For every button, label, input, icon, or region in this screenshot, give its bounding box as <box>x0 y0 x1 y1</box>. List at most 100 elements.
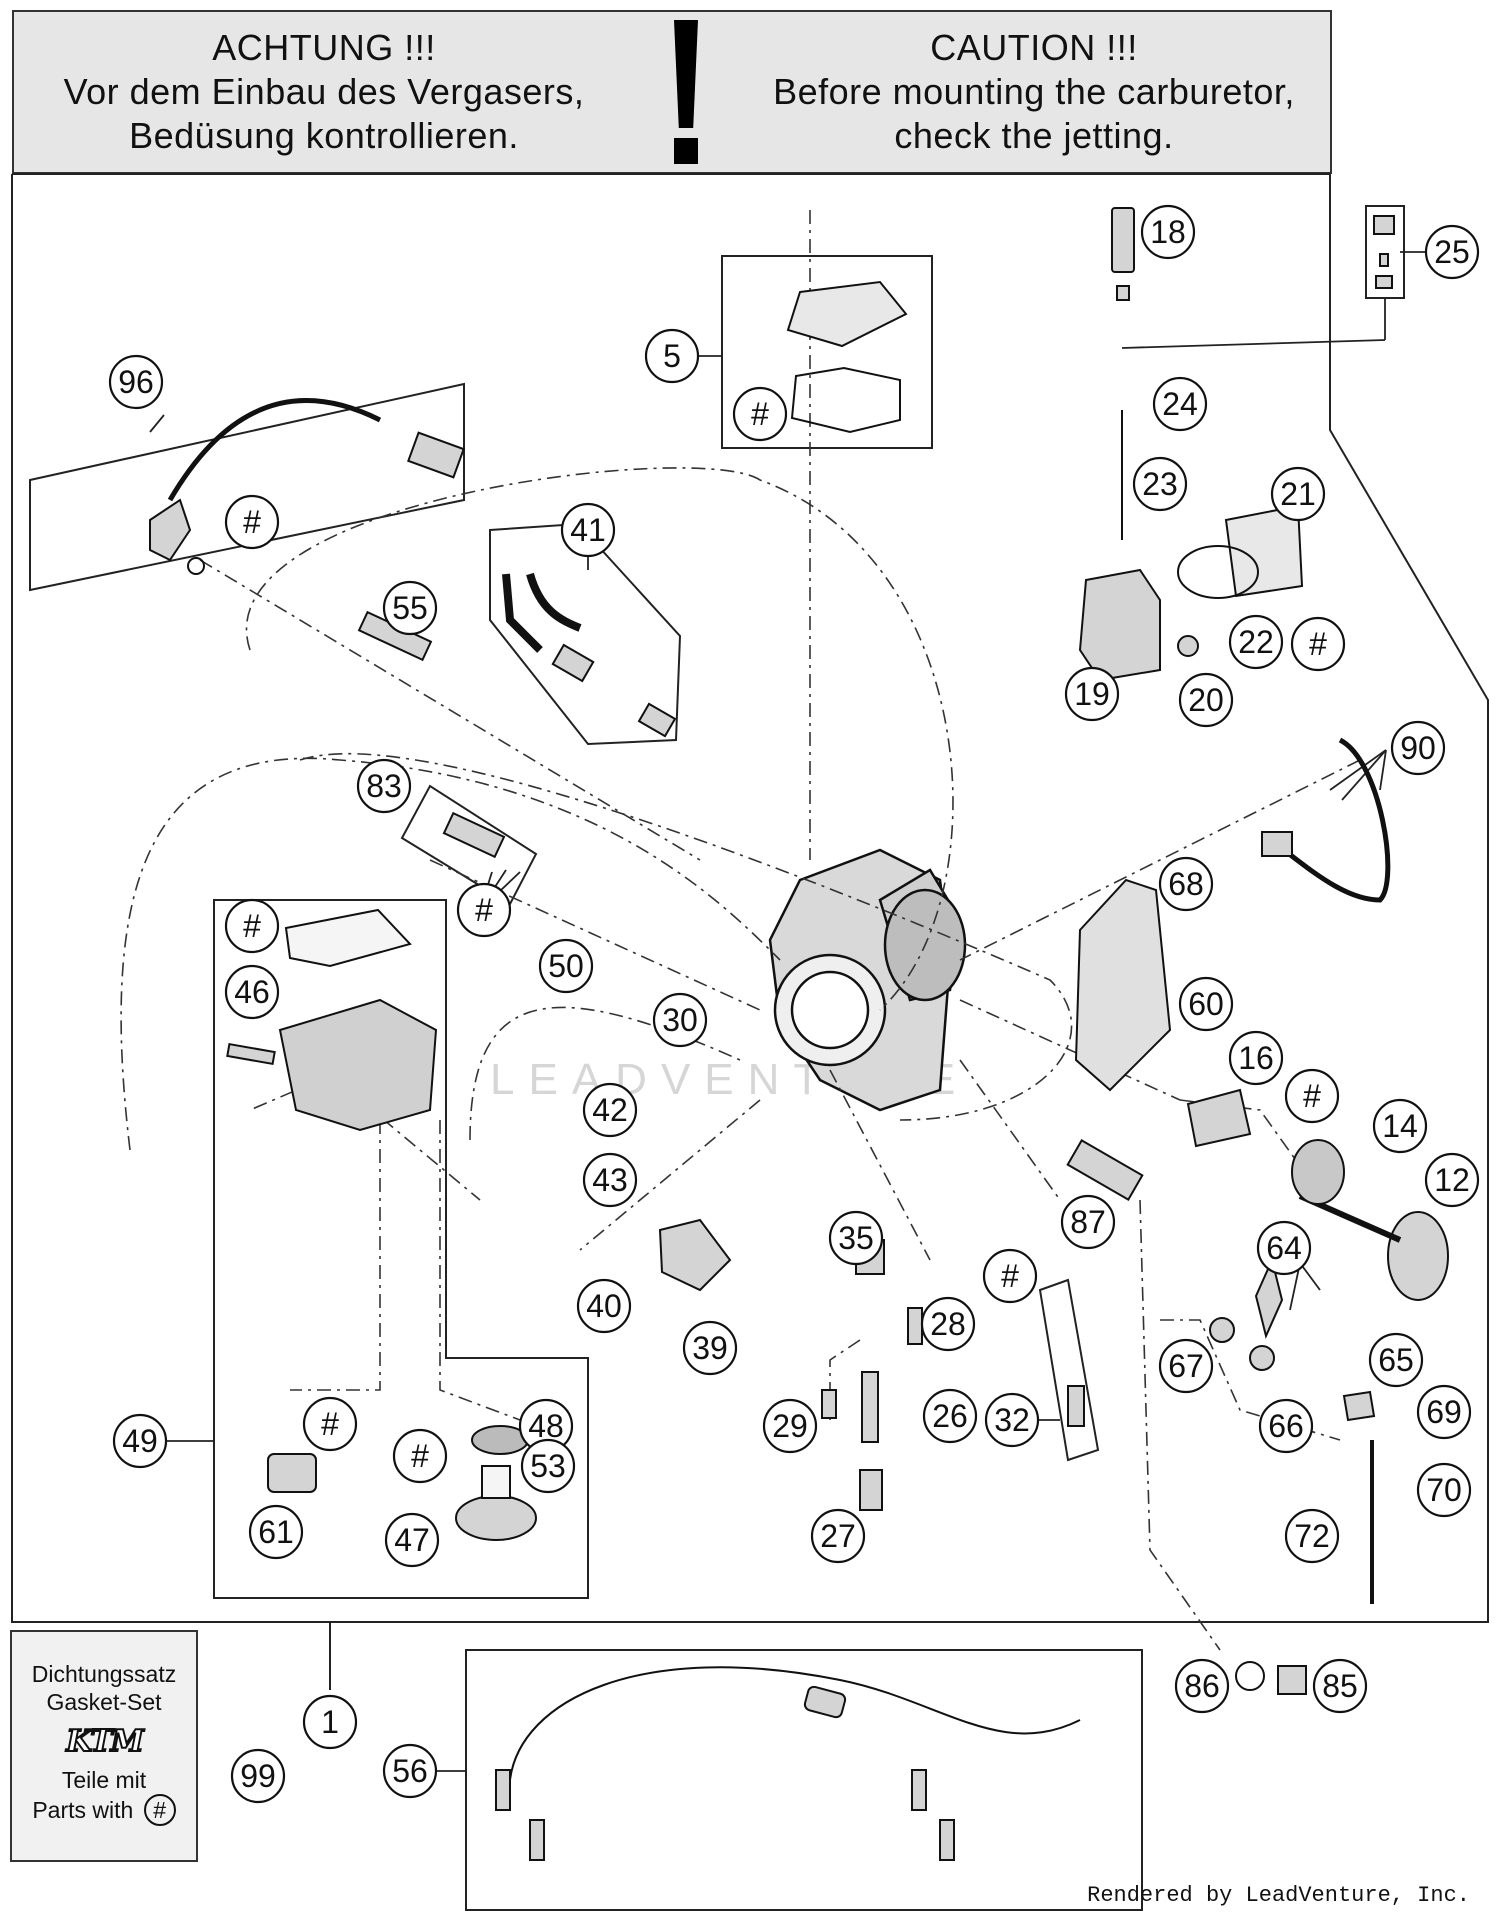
warning-english-title: CAUTION !!! <box>930 27 1138 68</box>
ktm-logo: KTM <box>65 1723 145 1760</box>
callout-70-circle <box>1416 1462 1472 1518</box>
callout-96-circle <box>108 354 164 410</box>
callout-60-circle <box>1178 976 1234 1032</box>
inset-83 <box>400 784 538 906</box>
main-frame <box>11 174 1489 1623</box>
callout-26-circle <box>922 1388 978 1444</box>
callout-22-circle <box>1228 614 1284 670</box>
callout-12-circle <box>1424 1152 1480 1208</box>
callout-56: 56 <box>382 1743 438 1799</box>
callout-60: 60 <box>1178 976 1234 1032</box>
callout-55: 55 <box>382 580 438 636</box>
callout-24-label: 24 <box>1162 386 1198 422</box>
callout-68: 68 <box>1158 856 1214 912</box>
callout-16: 16 <box>1228 1030 1284 1086</box>
callout-72-label: 72 <box>1294 1518 1330 1554</box>
callout-96: 96 <box>108 354 164 410</box>
callout-30-circle <box>652 992 708 1048</box>
warning-english-line2: check the jetting. <box>894 115 1174 156</box>
callout-29-circle <box>762 1398 818 1454</box>
callout-43-label: 43 <box>592 1162 628 1198</box>
callout-49-label: 49 <box>122 1423 158 1459</box>
callout-1-circle <box>302 1694 358 1750</box>
callout-43: 43 <box>582 1152 638 1208</box>
hash-marker: # <box>143 1794 176 1826</box>
callout-19-circle <box>1064 666 1120 722</box>
callout-56-circle <box>382 1743 438 1799</box>
callout-47-circle <box>384 1512 440 1568</box>
callout-48: 48 <box>518 1398 574 1454</box>
callout-hash-6-circle <box>1284 1068 1340 1124</box>
callout-32-label: 32 <box>994 1402 1030 1438</box>
callout-61-circle <box>248 1504 304 1560</box>
callout-69-circle <box>1416 1384 1472 1440</box>
exclamation-icon <box>666 20 706 170</box>
callout-49-circle <box>112 1413 168 1469</box>
callout-64-circle <box>1256 1220 1312 1276</box>
callout-23-circle <box>1132 456 1188 512</box>
callout-90: 90 <box>1390 720 1446 776</box>
callout-48-label: 48 <box>528 1408 564 1444</box>
callout-86-circle <box>1174 1658 1230 1714</box>
callout-50: 50 <box>538 938 594 994</box>
callout-19: 19 <box>1064 666 1120 722</box>
callout-26-label: 26 <box>932 1398 968 1434</box>
callout-28-circle <box>920 1296 976 1352</box>
callout-25-label: 25 <box>1434 234 1470 270</box>
callout-14-label: 14 <box>1382 1108 1418 1144</box>
callout-hash-8-circle <box>302 1396 358 1452</box>
gasket-label-en: Gasket-Set <box>46 1689 162 1715</box>
callout-42-label: 42 <box>592 1092 628 1128</box>
callout-29-label: 29 <box>772 1408 808 1444</box>
callout-hash-1-circle <box>732 386 788 442</box>
callout-hash-8-label: # <box>321 1406 339 1442</box>
callout-41-label: 41 <box>570 512 606 548</box>
callout-40-circle <box>576 1278 632 1334</box>
warning-banner: ACHTUNG !!! Vor dem Einbau des Vergasers… <box>12 10 1332 174</box>
callout-99-circle <box>230 1748 286 1804</box>
callout-39-circle <box>682 1320 738 1376</box>
callout-28-label: 28 <box>930 1306 966 1342</box>
callout-83-label: 83 <box>366 768 402 804</box>
float-bowl-inset <box>213 899 589 1599</box>
callout-24: 24 <box>1152 376 1208 432</box>
callout-53: 53 <box>520 1438 576 1494</box>
callout-83: 83 <box>356 758 412 814</box>
callout-hash-3: # <box>1290 616 1346 672</box>
callout-30: 30 <box>652 992 708 1048</box>
callout-1-label: 1 <box>321 1704 339 1740</box>
callout-67-circle <box>1158 1338 1214 1394</box>
callout-20: 20 <box>1178 672 1234 728</box>
callout-64: 64 <box>1256 1220 1312 1276</box>
callout-67: 67 <box>1158 1338 1214 1394</box>
callout-46-circle <box>224 964 280 1020</box>
callout-14: 14 <box>1372 1098 1428 1154</box>
callout-24-circle <box>1152 376 1208 432</box>
callout-50-label: 50 <box>548 948 584 984</box>
callout-66: 66 <box>1258 1398 1314 1454</box>
callout-65-label: 65 <box>1378 1342 1414 1378</box>
callout-35-label: 35 <box>838 1220 874 1256</box>
callout-41: 41 <box>560 502 616 558</box>
callout-39-label: 39 <box>692 1330 728 1366</box>
callout-hash-4-circle <box>224 898 280 954</box>
callout-99-label: 99 <box>240 1758 276 1794</box>
callout-85-circle <box>1312 1658 1368 1714</box>
callout-72: 72 <box>1284 1508 1340 1564</box>
callout-18-circle <box>1140 204 1196 260</box>
callout-30-label: 30 <box>662 1002 698 1038</box>
callout-25-circle <box>1424 224 1480 280</box>
callout-87-label: 87 <box>1070 1204 1106 1240</box>
callout-68-label: 68 <box>1168 866 1204 902</box>
callout-21-circle <box>1270 466 1326 522</box>
callout-27-label: 27 <box>820 1518 856 1554</box>
callout-21: 21 <box>1270 466 1326 522</box>
callout-hash-5: # <box>456 882 512 938</box>
callout-50-circle <box>538 938 594 994</box>
callout-28: 28 <box>920 1296 976 1352</box>
callout-60-label: 60 <box>1188 986 1224 1022</box>
gasket-label-de: Dichtungssatz <box>31 1661 177 1687</box>
callout-hash-1: # <box>732 386 788 442</box>
callout-27: 27 <box>810 1508 866 1564</box>
callout-96-label: 96 <box>118 364 154 400</box>
